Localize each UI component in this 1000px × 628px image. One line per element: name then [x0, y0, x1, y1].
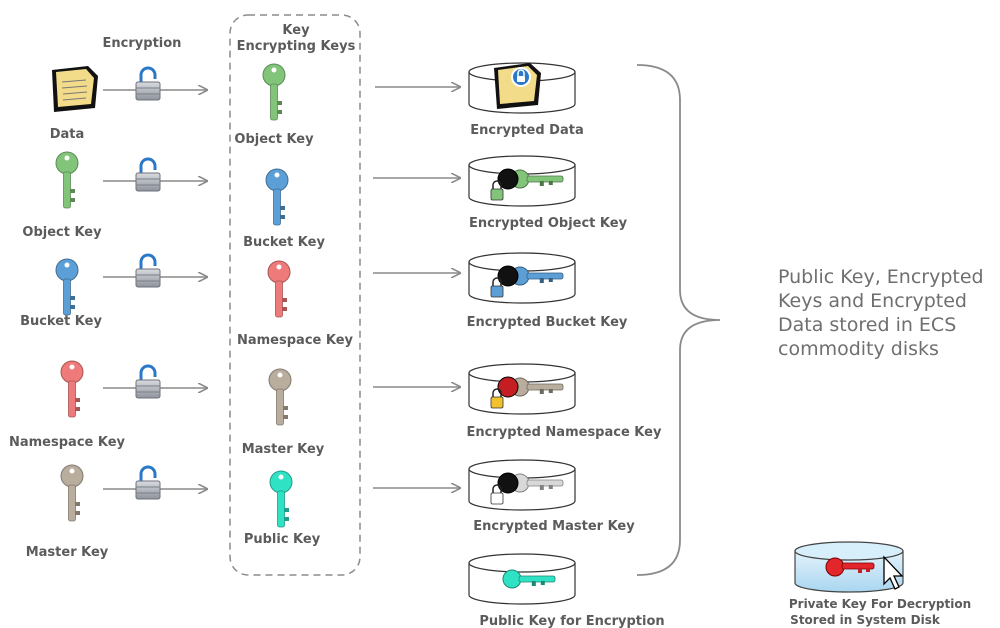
output-label-encrypted-namespace-key: Encrypted Namespace Key	[467, 425, 662, 440]
input-label-object-key: Object Key	[22, 225, 102, 240]
private-key-caption-line1: Private Key For Decryption	[789, 597, 971, 611]
small-lock-icon	[490, 277, 504, 298]
lock-icon	[135, 465, 161, 500]
encrypting-key-bow	[497, 168, 519, 190]
lock-icon	[135, 364, 161, 399]
private-key-caption-line2: Stored in System Disk	[790, 613, 941, 627]
output-label-encrypted-bucket-key: Encrypted Bucket Key	[467, 315, 628, 330]
document-body	[56, 69, 94, 107]
lock-icon	[135, 66, 161, 101]
kek-label-master-key: Master Key	[242, 442, 325, 457]
storage-note-line1: Public Key, Encrypted	[778, 266, 984, 288]
output-label-public-key-for-encryption: Public Key for Encryption	[479, 614, 664, 628]
storage-note-line2: Keys and Encrypted	[778, 290, 967, 312]
right-brace	[636, 64, 721, 576]
encrypted-document-icon	[494, 63, 541, 109]
encrypting-key-bow	[497, 265, 519, 287]
small-lock-icon	[490, 180, 504, 201]
kek-tan-key-icon	[268, 368, 292, 426]
kek-red-key-icon	[267, 260, 291, 318]
blue-key-icon	[55, 258, 79, 316]
kek-label-bucket-key: Bucket Key	[243, 235, 325, 250]
output-label-encrypted-data: Encrypted Data	[470, 123, 583, 138]
mouse-cursor-icon	[883, 555, 904, 590]
input-label-master-key: Master Key	[26, 545, 109, 560]
encryption-header: Encryption	[103, 36, 182, 51]
kek-title-line2: Encrypting Keys	[237, 39, 356, 54]
disk-icon	[468, 553, 576, 605]
lock-icon	[135, 157, 161, 192]
lock-icon	[135, 253, 161, 288]
tan-key-icon	[60, 464, 84, 522]
kek-group-box	[229, 14, 361, 576]
output-label-encrypted-object-key: Encrypted Object Key	[469, 216, 628, 231]
kek-label-namespace-key: Namespace Key	[237, 333, 354, 348]
encrypting-key-bow	[497, 472, 519, 494]
kek-teal-key-icon	[269, 470, 293, 528]
document-icon	[52, 66, 98, 112]
output-label-encrypted-master-key: Encrypted Master Key	[473, 519, 635, 534]
small-lock-icon	[490, 388, 504, 409]
storage-note-line4: commodity disks	[778, 338, 939, 360]
green-key-icon	[55, 151, 79, 209]
input-label-namespace-key: Namespace Key	[9, 435, 126, 450]
red-key-icon	[60, 360, 84, 418]
kek-title-line1: Key	[282, 23, 310, 38]
input-label-data: Data	[50, 127, 85, 142]
encrypting-key-bow	[497, 376, 519, 398]
kek-label-public-key: Public Key	[244, 532, 321, 547]
public-key-icon	[502, 569, 556, 589]
storage-note-line3: Data stored in ECS	[778, 314, 956, 336]
private-key-icon	[825, 557, 875, 577]
private-key-bow	[825, 557, 845, 577]
small-lock-icon	[490, 484, 504, 505]
kek-label-object-key: Object Key	[234, 132, 314, 147]
kek-green-key-icon	[262, 63, 286, 121]
system-disk-icon	[794, 541, 904, 593]
kek-blue-key-icon	[265, 168, 289, 226]
input-label-bucket-key: Bucket Key	[20, 314, 102, 329]
